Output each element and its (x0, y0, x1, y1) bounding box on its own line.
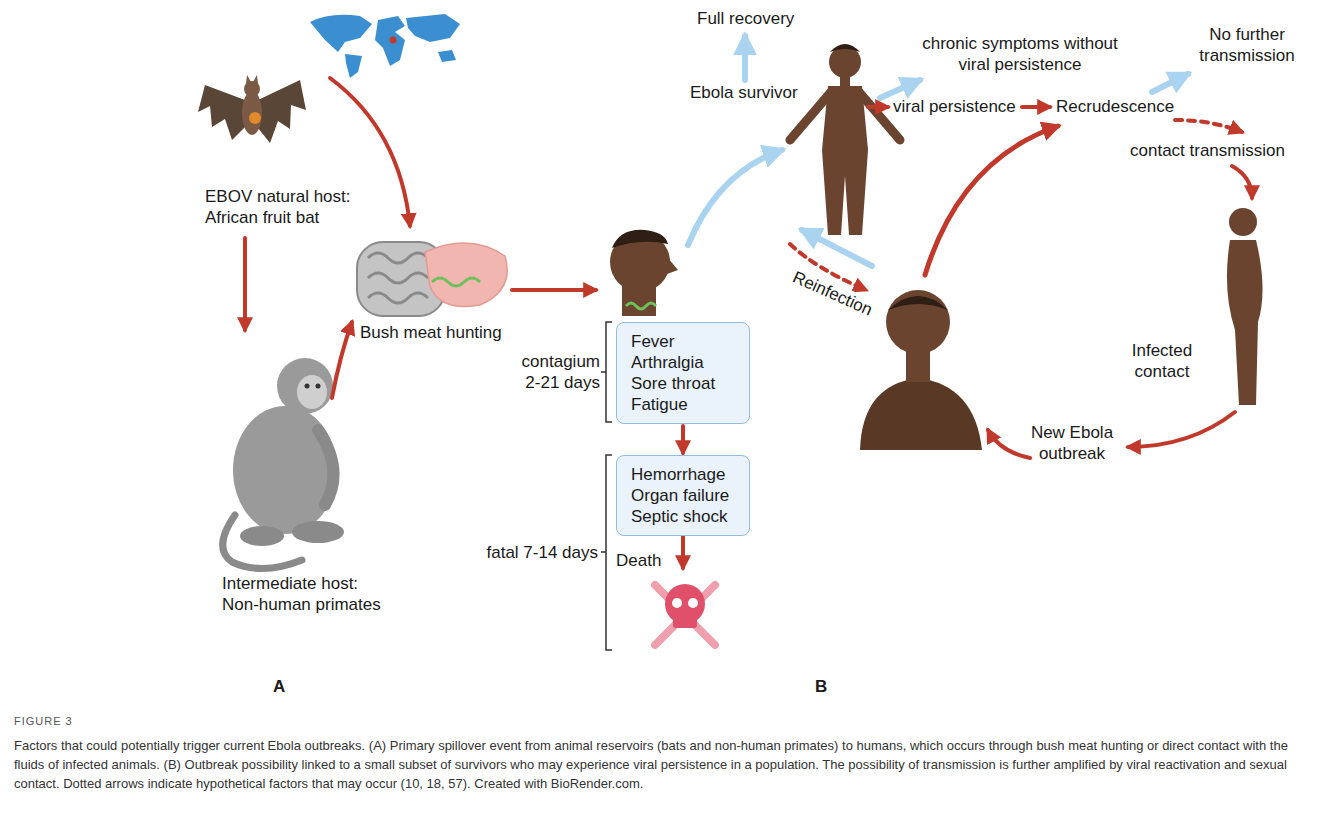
flow-arrows (742, 36, 748, 80)
flow-arrows (925, 126, 1058, 275)
flow-arrows (243, 238, 247, 330)
figure-caption: Factors that could potentially trigger c… (14, 736, 1306, 793)
world-map (390, 37, 397, 44)
time-bracket (601, 322, 612, 422)
annotation-label: A (273, 676, 285, 697)
monkey-figure (292, 521, 344, 543)
time-bracket (601, 322, 612, 650)
flow-arrows (988, 430, 1030, 458)
annotation-label: chronic symptoms without viral persisten… (918, 33, 1122, 75)
flow-arrows (332, 322, 352, 398)
survivor-figure (790, 44, 900, 235)
symptom-list: Hemorrhage Organ failure Septic shock (631, 464, 735, 527)
bushmeat-organs (357, 242, 507, 316)
reinfected-man (886, 290, 950, 354)
annotation-label: Bush meat hunting (360, 322, 502, 343)
flow-arrows (1175, 120, 1242, 132)
annotation-label: Ebola survivor (690, 82, 798, 103)
monkey-figure (240, 526, 284, 546)
reinfected-man (860, 378, 982, 450)
flow-arrows (681, 536, 685, 568)
flow-arrows (245, 36, 1252, 568)
bat-figure (198, 75, 306, 143)
skull-crossbones (655, 584, 715, 645)
flow-arrows (1232, 166, 1252, 198)
world-map (438, 50, 456, 62)
monkey-figure (277, 358, 333, 414)
annotation-label: Full recovery (697, 8, 794, 29)
skull-crossbones (688, 598, 698, 608)
flow-arrows (512, 288, 596, 292)
bushmeat-organs (432, 278, 480, 286)
infected-contact-figure (1229, 208, 1257, 236)
annotation-label: Death (616, 550, 661, 571)
flow-arrows (868, 105, 888, 109)
world-map (310, 15, 372, 52)
patient-head (667, 258, 678, 274)
monkey-figure (316, 384, 321, 389)
monkey-figure (297, 375, 327, 409)
skull-crossbones (655, 585, 715, 645)
annotation-label: No further transmission (1192, 24, 1302, 66)
flow-arrows (688, 150, 782, 245)
infected-contact-figure (1227, 208, 1263, 405)
annotation-label: Reinfection (788, 266, 878, 321)
patient-head (610, 230, 678, 316)
flow-arrows (880, 80, 920, 98)
symptom-list: Fever Arthralgia Sore throat Fatigue (631, 331, 735, 415)
survivor-figure (829, 46, 861, 78)
bat-figure (249, 112, 261, 124)
flow-arrow (681, 426, 685, 453)
bat-figure (198, 85, 246, 140)
world-map (345, 54, 362, 78)
annotation-label: fatal 7-14 days (480, 542, 598, 563)
annotation-label: EBOV natural host: African fruit bat (205, 186, 360, 228)
reinfected-man (888, 296, 948, 310)
annotation-label: contagium 2-21 days (515, 351, 600, 393)
time-bracket (601, 455, 612, 650)
reinfected-man (860, 290, 982, 450)
bat-figure (246, 75, 258, 84)
annotation-label: contact transmission (1130, 140, 1285, 161)
bushmeat-organs (368, 253, 428, 303)
world-map (406, 14, 460, 42)
monkey-figure (305, 384, 310, 389)
world-map (310, 14, 460, 78)
monkey-figure (223, 358, 344, 569)
annotation-label: viral persistence (893, 96, 1016, 117)
bat-figure (242, 91, 262, 135)
world-map (375, 16, 405, 66)
skull-crossbones (672, 598, 682, 608)
annotation-label: FIGURE 3 (14, 714, 73, 729)
annotation-label: Recrudescence (1056, 96, 1174, 117)
monkey-figure (318, 430, 334, 505)
symptom-box: Fever Arthralgia Sore throat Fatigue (616, 322, 750, 424)
patient-head (626, 303, 656, 309)
bat-figure (258, 80, 306, 143)
annotation-label: B (815, 676, 827, 697)
flow-arrows (1152, 74, 1188, 92)
bushmeat-organs (425, 243, 507, 307)
flow-arrows (1128, 412, 1235, 447)
survivor-figure (840, 76, 850, 86)
infected-contact-figure (1227, 240, 1263, 405)
annotation-label: Intermediate host: Non-human primates (222, 573, 394, 615)
survivor-figure (830, 44, 860, 52)
skull-crossbones (673, 614, 697, 628)
patient-head (612, 230, 668, 248)
annotation-label: New Ebola outbreak (1022, 422, 1122, 464)
survivor-figure (822, 150, 868, 235)
monkey-figure (233, 406, 337, 534)
flow-arrows (1022, 105, 1050, 109)
symptom-box: Hemorrhage Organ failure Septic shock (616, 455, 750, 536)
annotation-label: Infected contact (1122, 340, 1202, 382)
